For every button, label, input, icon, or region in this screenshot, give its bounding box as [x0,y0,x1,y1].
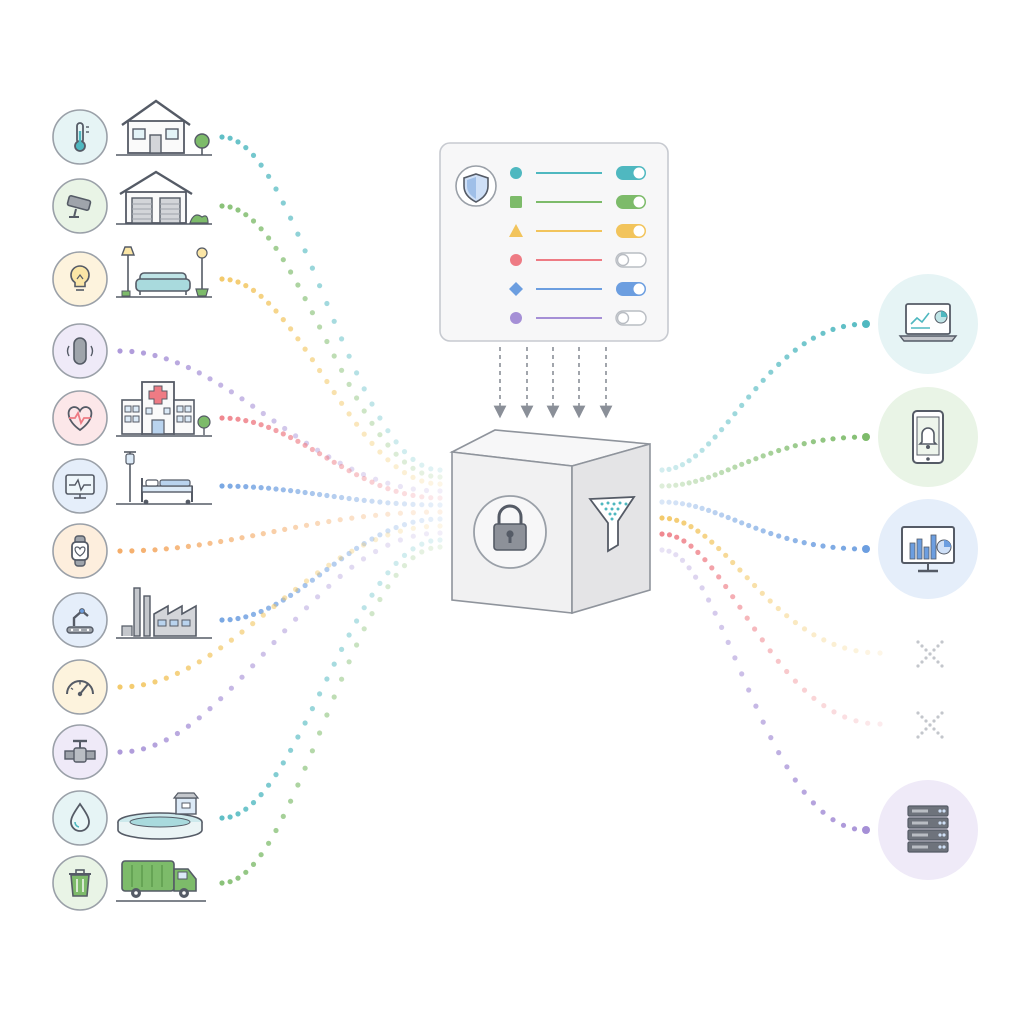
policy-rule-6 [510,310,647,326]
policy-panel-card [439,142,669,342]
policy-toggle-3[interactable] [616,224,646,238]
thermometer-icon [74,122,89,152]
source-row-6 [52,451,212,514]
policy-rule-5 [509,282,646,296]
smartphone-alert-icon [912,410,944,464]
flow-line-output-5 [659,531,883,727]
source-row-3 [52,246,212,307]
policy-rule-3 [509,224,646,238]
source-row-5 [52,381,212,446]
shield-icon [463,173,489,203]
source-row-7 [52,523,108,579]
source-row-8 [52,587,212,648]
policy-rule-4 [510,252,647,268]
output-5 [916,711,944,739]
flow-endpoint-2 [862,433,870,441]
policy-toggle-2[interactable] [616,195,646,209]
security-camera-icon [66,194,92,218]
garbage-truck-icon [116,860,206,902]
policy-toggle-1[interactable] [616,166,646,180]
hospital-bed-icon [116,451,212,505]
flow-lines [117,134,883,886]
flow-line-source-11 [219,537,443,821]
robot-arm-icon [66,608,94,634]
source-row-10 [52,724,108,780]
flow-line-output-4 [659,515,883,656]
source-badge [52,592,108,648]
flow-line-source-6 [219,483,443,508]
factory-icon [116,587,212,639]
flow-line-source-7 [117,509,443,554]
blocked-x-icon [916,711,944,739]
source-row-1 [52,99,212,165]
living-room-icon [116,246,212,298]
output-destinations [878,274,978,880]
light-bulb-icon [70,265,90,291]
source-row-2 [52,170,212,234]
source-row-11 [52,790,203,846]
monitor-analytics-icon [901,526,955,573]
gateway-box [449,429,651,615]
source-row-4 [52,323,108,379]
hospital-icon [116,381,212,437]
flow-endpoint-1 [862,320,870,328]
filter-funnel-icon [588,496,636,553]
padlock-icon [493,504,527,551]
flow-endpoint-6 [862,826,870,834]
water-drop-icon [70,802,90,832]
flow-line-source-12 [219,544,443,886]
policy-toggle-5[interactable] [616,282,646,296]
laptop-dashboard-icon [898,303,958,342]
policy-rule-1 [510,166,646,180]
policy-toggle-6[interactable] [615,310,647,326]
policy-rule-2 [510,195,646,209]
smartwatch-icon [71,535,89,567]
policy-arrows [493,347,613,419]
flow-line-source-9 [117,523,443,690]
trash-bin-icon [69,869,91,897]
source-devices [52,99,212,911]
output-4 [916,640,944,668]
gauge-icon [66,680,94,697]
source-badge [52,659,108,715]
house-icon [116,99,212,156]
server-rack-icon [907,805,949,853]
patient-monitor-icon [65,474,95,499]
flow-line-output-1 [659,321,869,473]
heart-rate-icon [67,406,93,432]
smart-speaker-icon [66,337,94,365]
flow-line-source-8 [219,516,443,623]
flow-line-output-6 [659,547,869,833]
flow-line-source-1 [219,134,443,473]
output-2 [878,387,978,487]
flow-line-source-3 [219,276,443,487]
policy-toggle-4[interactable] [615,252,647,268]
output-6 [878,780,978,880]
policy-panel [439,142,669,419]
flow-line-source-10 [117,530,443,755]
source-row-12 [52,855,206,911]
output-1 [878,274,978,374]
source-row-9 [52,659,108,715]
flow-line-source-5 [219,415,443,501]
output-3 [878,499,978,599]
flow-line-source-2 [219,203,443,480]
blocked-x-icon [916,640,944,668]
water-tank-icon [117,792,203,840]
flow-line-output-2 [659,434,869,489]
valve-icon [64,739,96,763]
garage-icon [116,170,212,225]
flow-endpoint-3 [862,545,870,553]
